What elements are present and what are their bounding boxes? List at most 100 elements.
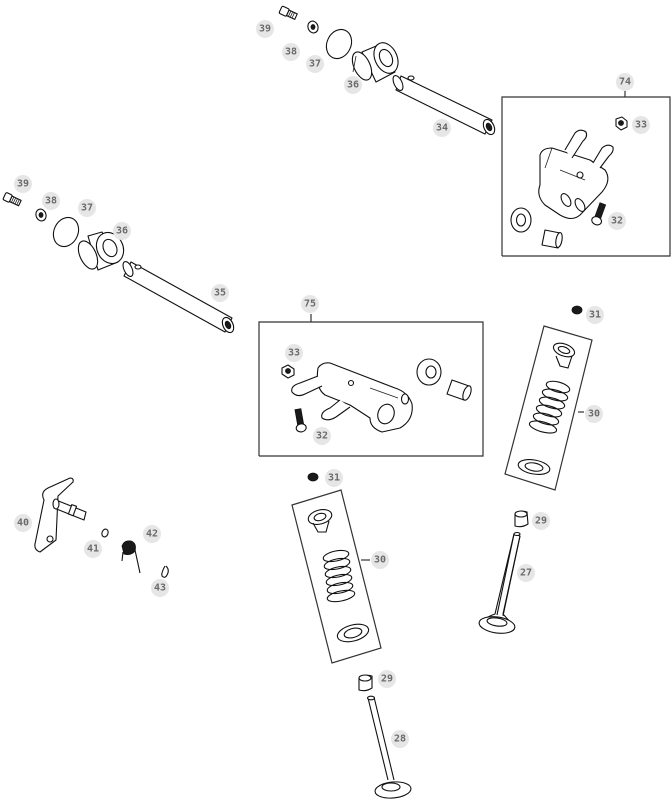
callout-label: 39 bbox=[17, 179, 29, 190]
callout-label: 27 bbox=[520, 568, 532, 579]
callout-28[interactable]: 28 bbox=[391, 730, 409, 748]
spring-seat-part[interactable] bbox=[517, 457, 551, 476]
callout-label: 74 bbox=[619, 77, 631, 88]
lower-shaft-group bbox=[2, 192, 236, 334]
callout-27[interactable]: 27 bbox=[517, 564, 535, 582]
spring-seat-part[interactable] bbox=[335, 621, 370, 645]
cotter-part[interactable] bbox=[307, 472, 319, 482]
callout-37[interactable]: 37 bbox=[78, 199, 96, 217]
callout-39[interactable]: 39 bbox=[256, 20, 274, 38]
callout-label: 29 bbox=[381, 674, 393, 685]
valve-spring-part[interactable] bbox=[322, 548, 356, 603]
callout-label: 33 bbox=[288, 348, 300, 359]
callout-label: 36 bbox=[347, 80, 359, 91]
callout-label: 43 bbox=[154, 583, 166, 594]
spring-part[interactable] bbox=[121, 540, 141, 574]
screw-part[interactable] bbox=[2, 192, 22, 207]
lever-part[interactable] bbox=[34, 477, 87, 553]
callout-label: 36 bbox=[116, 226, 128, 237]
callout-label: 35 bbox=[214, 288, 226, 299]
callout-label: 28 bbox=[394, 734, 406, 745]
valve-part[interactable] bbox=[478, 531, 521, 636]
callout-label: 37 bbox=[81, 203, 93, 214]
callout-35[interactable]: 35 bbox=[211, 284, 229, 302]
upper-shaft-group bbox=[278, 5, 497, 136]
valve-spring-part[interactable] bbox=[528, 379, 571, 435]
valve-spring-kit-left bbox=[291, 472, 382, 664]
callout-label: 42 bbox=[146, 529, 158, 540]
spring-retainer-part[interactable] bbox=[307, 507, 334, 533]
callout-38[interactable]: 38 bbox=[42, 192, 60, 210]
rocker-arm-part[interactable] bbox=[291, 362, 413, 433]
o-ring-part[interactable] bbox=[101, 528, 109, 538]
shaft-support-part[interactable] bbox=[74, 228, 128, 272]
callout-34[interactable]: 34 bbox=[433, 119, 451, 137]
rocker-arm-part[interactable] bbox=[538, 129, 614, 220]
stem-seal-part[interactable] bbox=[514, 510, 529, 528]
rocker-shaft-part[interactable] bbox=[391, 74, 497, 136]
callout-label: 38 bbox=[285, 47, 297, 58]
callout-33[interactable]: 33 bbox=[285, 344, 303, 362]
callout-label: 32 bbox=[316, 431, 328, 442]
callout-36[interactable]: 36 bbox=[344, 76, 362, 94]
rocker-shaft-part[interactable] bbox=[121, 260, 236, 334]
callout-label: 41 bbox=[87, 544, 99, 555]
callout-label: 30 bbox=[588, 409, 600, 420]
assembly-frame-74 bbox=[501, 88, 671, 257]
bushing-part[interactable] bbox=[416, 358, 442, 386]
nut-part[interactable] bbox=[615, 116, 628, 131]
callout-label: 40 bbox=[17, 518, 29, 529]
callout-label: 29 bbox=[535, 516, 547, 527]
callout-37[interactable]: 37 bbox=[306, 55, 324, 73]
callout-74[interactable]: 74 bbox=[616, 73, 634, 91]
callout-29[interactable]: 29 bbox=[532, 512, 550, 530]
spring-retainer-part[interactable] bbox=[552, 341, 577, 369]
pin-part[interactable] bbox=[541, 229, 563, 249]
callout-30[interactable]: 30 bbox=[585, 405, 603, 423]
callout-30[interactable]: 30 bbox=[371, 551, 389, 569]
valve-part[interactable] bbox=[366, 695, 412, 799]
callout-label: 33 bbox=[635, 120, 647, 131]
callout-label: 37 bbox=[309, 59, 321, 70]
washer-part[interactable] bbox=[306, 20, 320, 35]
callout-75[interactable]: 75 bbox=[301, 295, 319, 313]
callout-33[interactable]: 33 bbox=[632, 116, 650, 134]
callout-39[interactable]: 39 bbox=[14, 175, 32, 193]
callout-32[interactable]: 32 bbox=[608, 212, 626, 230]
callout-38[interactable]: 38 bbox=[282, 43, 300, 61]
callout-label: 32 bbox=[611, 216, 623, 227]
callout-42[interactable]: 42 bbox=[143, 525, 161, 543]
callout-label: 30 bbox=[374, 555, 386, 566]
shaft-support-part[interactable] bbox=[348, 39, 402, 83]
nut-part[interactable] bbox=[281, 364, 295, 379]
adjusting-screw-part[interactable] bbox=[293, 408, 307, 433]
o-ring-part[interactable] bbox=[49, 213, 83, 250]
washer-part[interactable] bbox=[34, 208, 48, 223]
assembly-frame-75 bbox=[258, 314, 484, 457]
callout-40[interactable]: 40 bbox=[14, 514, 32, 532]
bushing-part[interactable] bbox=[510, 207, 532, 233]
valve-spring-kit-right bbox=[504, 305, 593, 491]
adjusting-screw-part[interactable] bbox=[591, 202, 608, 226]
pin-part[interactable] bbox=[446, 379, 473, 401]
callout-36[interactable]: 36 bbox=[113, 222, 131, 240]
callout-label: 39 bbox=[259, 24, 271, 35]
exhaust-valve-group bbox=[478, 510, 529, 636]
o-ring-part[interactable] bbox=[322, 25, 356, 62]
callout-32[interactable]: 32 bbox=[313, 427, 331, 445]
callout-43[interactable]: 43 bbox=[151, 579, 169, 597]
decompression-group bbox=[34, 477, 169, 578]
callout-31[interactable]: 31 bbox=[325, 469, 343, 487]
callout-29[interactable]: 29 bbox=[378, 670, 396, 688]
callout-31[interactable]: 31 bbox=[586, 306, 604, 324]
screw-part[interactable] bbox=[278, 5, 298, 20]
callout-label: 75 bbox=[304, 299, 316, 310]
callout-label: 31 bbox=[589, 310, 601, 321]
circlip-part[interactable] bbox=[161, 565, 169, 578]
callout-41[interactable]: 41 bbox=[84, 540, 102, 558]
callout-label: 31 bbox=[328, 473, 340, 484]
intake-valve-group bbox=[358, 674, 412, 799]
cotter-part[interactable] bbox=[571, 305, 583, 315]
stem-seal-part[interactable] bbox=[358, 674, 373, 692]
